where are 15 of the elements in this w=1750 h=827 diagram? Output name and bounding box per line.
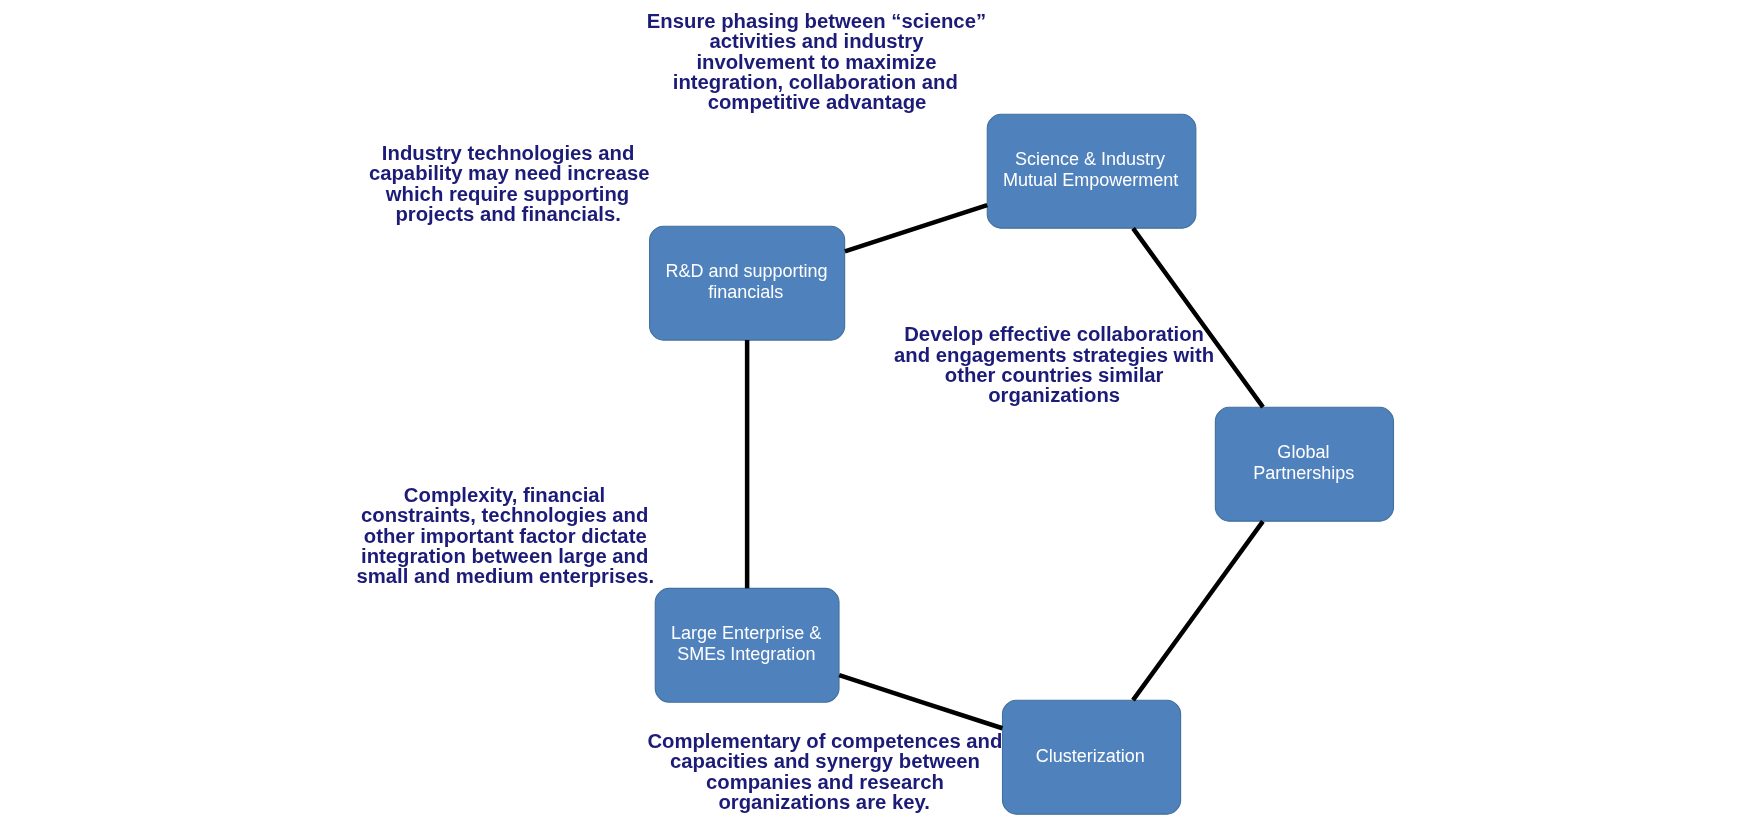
- connector: [744, 340, 750, 589]
- connector: [1131, 520, 1265, 702]
- node-label: Develop effective collaboration and engagements strategies with other countries similar organizations: [894, 323, 1215, 407]
- node-label: Complementary of competences and capacities and synergy between companies and research organizations are key.: [647, 730, 1003, 813]
- node-box: Science & Industry Mutual Empowerment: [986, 113, 1197, 229]
- node-box: Clusterization: [1001, 699, 1182, 815]
- connector: [1131, 227, 1265, 409]
- node-label: Complexity, financial constraints, technologies and other important factor dictate integration between large and small and medium enterprises.: [356, 484, 655, 588]
- node-box: R&D and supporting financials: [649, 225, 846, 341]
- connector: [838, 673, 1004, 731]
- node-label: Ensure phasing between “science” activities and industry involvement to maximize integration, collaboration and competitive advantage: [646, 9, 987, 114]
- node-box: Large Enterprise & SMEs Integration: [654, 587, 840, 703]
- connector: [844, 203, 988, 254]
- node-label: Industry technologies and capability may need increase which require supporting projects and financials.: [368, 142, 650, 226]
- node-box: Global Partnerships: [1214, 406, 1395, 522]
